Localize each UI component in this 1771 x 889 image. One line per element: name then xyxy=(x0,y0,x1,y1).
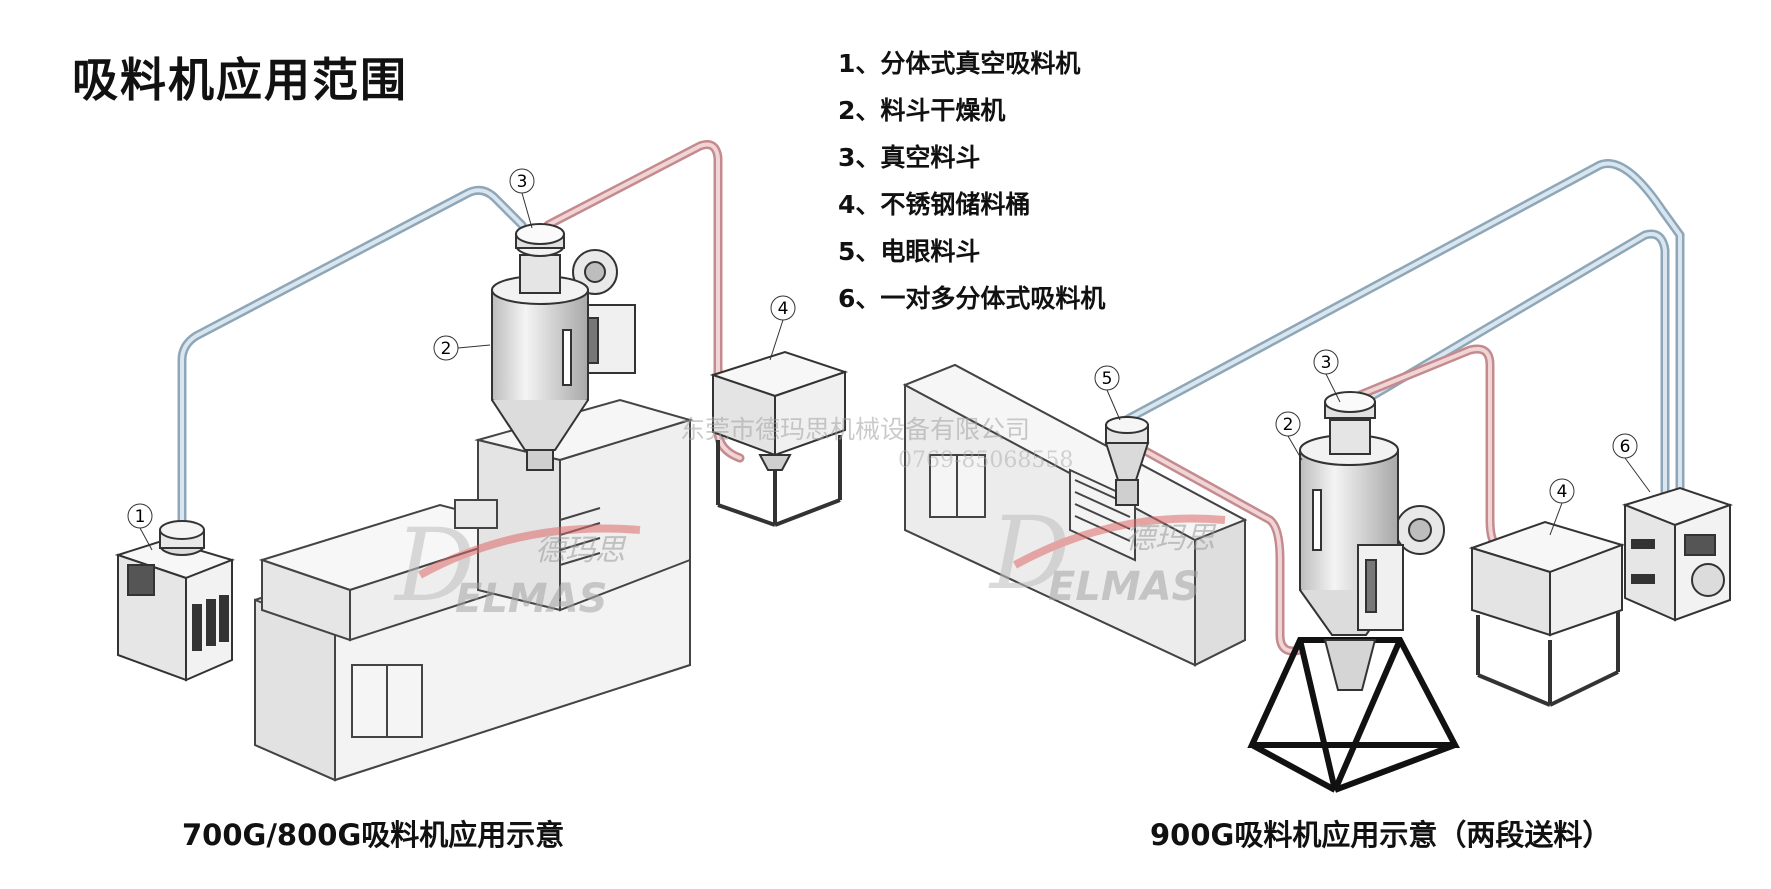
vacuum-hopper-3-right xyxy=(1324,391,1376,455)
blue-pipe-right-outer xyxy=(1121,159,1685,505)
legend-item-1: 1、分体式真空吸料机 xyxy=(838,49,1081,78)
brand-cn-right: 德玛思 xyxy=(1125,521,1217,556)
marker-right-4-label: 4 xyxy=(1557,482,1568,502)
marker-right-2: 2 xyxy=(1275,411,1303,461)
page-title: 吸料机应用范围 xyxy=(72,53,408,107)
marker-left-3: 3 xyxy=(509,168,535,229)
vacuum-loader-unit-1 xyxy=(114,520,236,682)
marker-right-6-label: 6 xyxy=(1620,437,1631,457)
marker-left-4-label: 4 xyxy=(778,299,789,319)
legend-item-2: 2、料斗干燥机 xyxy=(838,96,1006,125)
marker-left-3-label: 3 xyxy=(517,172,528,192)
brand-watermark-right: D 德玛思 ELMAS xyxy=(988,495,1226,612)
marker-left-1: 1 xyxy=(127,503,153,551)
caption-right: 900G吸料机应用示意（两段送料） xyxy=(1150,818,1612,852)
marker-right-5: 5 xyxy=(1094,365,1121,421)
storage-bin-4-left xyxy=(709,350,849,527)
legend-item-6: 6、一对多分体式吸料机 xyxy=(838,284,1106,313)
caption-left: 700G/800G吸料机应用示意 xyxy=(182,818,565,852)
injection-molding-machine-right xyxy=(902,363,1248,667)
marker-left-2-label: 2 xyxy=(441,339,452,359)
left-system xyxy=(114,140,849,782)
hopper-dryer-2-right xyxy=(1247,434,1460,793)
marker-right-2-label: 2 xyxy=(1283,415,1294,435)
marker-left-1-label: 1 xyxy=(135,507,146,527)
legend-item-5: 5、电眼料斗 xyxy=(838,237,981,266)
watermark-phone: 0769-85068558 xyxy=(898,448,1074,473)
marker-right-3: 3 xyxy=(1313,349,1341,403)
marker-left-4: 4 xyxy=(769,295,796,361)
brand-en-right: ELMAS xyxy=(1048,564,1200,610)
legend-item-3: 3、真空料斗 xyxy=(838,143,981,172)
right-system xyxy=(902,159,1734,793)
injection-molding-machine-left xyxy=(254,398,694,782)
brand-watermark-left: D 德玛思 ELMAS xyxy=(393,507,641,624)
marker-right-6: 6 xyxy=(1612,433,1651,493)
brand-cn-left: 德玛思 xyxy=(535,533,627,568)
markers: 1 2 3 4 5 3 2 xyxy=(127,168,1651,551)
blue-pipe-left xyxy=(177,185,527,525)
marker-right-3-label: 3 xyxy=(1321,353,1332,373)
component-legend: 1、分体式真空吸料机 2、料斗干燥机 3、真空料斗 4、不锈钢储料桶 5、电眼料… xyxy=(838,40,1105,322)
marker-right-4: 4 xyxy=(1549,478,1575,536)
vacuum-hopper-3-left xyxy=(515,223,565,294)
storage-bin-4-right xyxy=(1468,520,1626,707)
brand-en-left: ELMAS xyxy=(455,576,607,622)
hopper-dryer-2 xyxy=(491,249,636,471)
multi-loader-unit-6 xyxy=(1622,486,1734,622)
electric-eye-hopper-5 xyxy=(1104,416,1150,506)
legend-item-4: 4、不锈钢储料桶 xyxy=(838,190,1031,219)
watermark-company: 东莞市德玛思机械设备有限公司 xyxy=(680,415,1031,444)
marker-left-2: 2 xyxy=(433,335,491,361)
marker-right-5-label: 5 xyxy=(1102,369,1113,389)
